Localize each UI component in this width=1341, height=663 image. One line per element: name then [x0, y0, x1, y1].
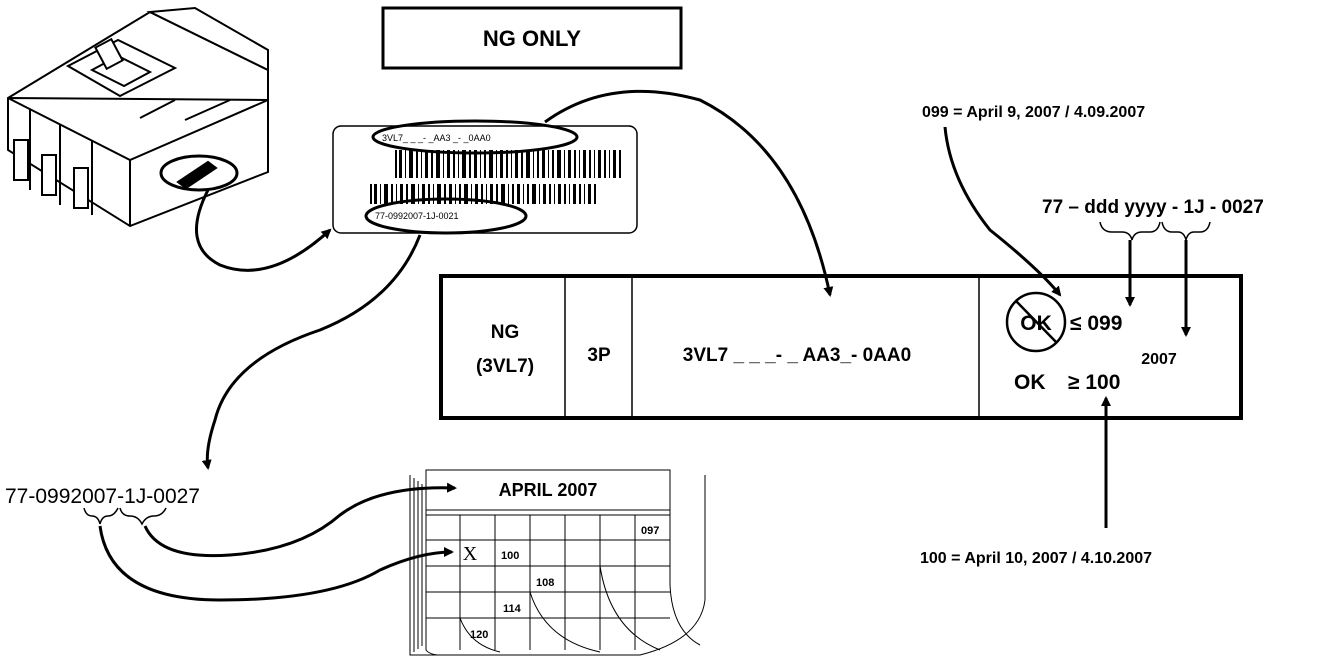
- label-sticker: 3VL7_ _ _- _AA3 _- _0AA0: [332, 119, 638, 235]
- serial-braces: [83, 507, 167, 526]
- circuit-breaker-image: [7, 6, 269, 228]
- not-ok-label: OK: [1020, 312, 1052, 335]
- date-100-annotation: 100 = April 10, 2007 / 4.10.2007: [920, 550, 1152, 567]
- label-highlight-ellipse: [159, 154, 239, 192]
- calendar-day-100: 100: [501, 550, 519, 562]
- table-poles: 3P: [587, 345, 611, 366]
- prohibited-circle: [1005, 291, 1067, 353]
- sticker-top-code: 3VL7_ _ _- _AA3 _- _0AA0: [382, 133, 491, 143]
- serial-example: 77-0992007-1J-0027: [5, 485, 200, 508]
- calendar-day-108: 108: [536, 577, 554, 589]
- ng-only-box: NG ONLY: [381, 6, 683, 70]
- arrow-code-to-table: [544, 89, 834, 297]
- table-year: 2007: [1141, 351, 1177, 368]
- table-order-code: 3VL7 _ _ _- _ AA3_- 0AA0: [683, 345, 911, 366]
- calendar-mark: X: [463, 543, 478, 565]
- arrow-year-to-calendar: [143, 482, 457, 558]
- connector-arrows: [98, 89, 1191, 602]
- arrow-099-to-table: [943, 126, 1062, 297]
- calendar-day-120: 120: [470, 629, 488, 641]
- table-family-sub: (3VL7): [476, 356, 534, 377]
- bottom-code-ellipse: [364, 197, 528, 235]
- format-braces: [1099, 221, 1211, 241]
- product-table: NG (3VL7) 3P 3VL7 _ _ _- _ AA3_- 0AA0 OK…: [439, 274, 1243, 420]
- calendar: APRIL 2007 X 097 100 108 114 120: [409, 469, 706, 656]
- table-family: NG: [491, 322, 520, 343]
- arrow-breaker-to-sticker: [194, 189, 332, 272]
- serial-format: 77 – ddd yyyy - 1J - 0027: [1042, 197, 1264, 218]
- calendar-month: APRIL 2007: [499, 480, 598, 500]
- ok-value: ≥ 100: [1068, 371, 1120, 394]
- top-code-ellipse: [371, 119, 579, 155]
- not-ok-value: ≤ 099: [1070, 312, 1122, 335]
- ng-only-label: NG ONLY: [483, 26, 582, 51]
- arrow-serial-to-example: [201, 234, 422, 470]
- arrow-day-to-calendar: [98, 525, 454, 602]
- date-099-annotation: 099 = April 9, 2007 / 4.09.2007: [922, 104, 1145, 121]
- calendar-day-097: 097: [641, 525, 659, 537]
- calendar-day-114: 114: [503, 603, 522, 615]
- prohibited-slash: [1015, 300, 1058, 344]
- barcode-bottom: [370, 184, 596, 204]
- ok-label: OK: [1014, 371, 1046, 394]
- sticker-bottom-code: 77-0992007-1J-0021: [375, 211, 459, 221]
- barcode-top: [395, 150, 621, 178]
